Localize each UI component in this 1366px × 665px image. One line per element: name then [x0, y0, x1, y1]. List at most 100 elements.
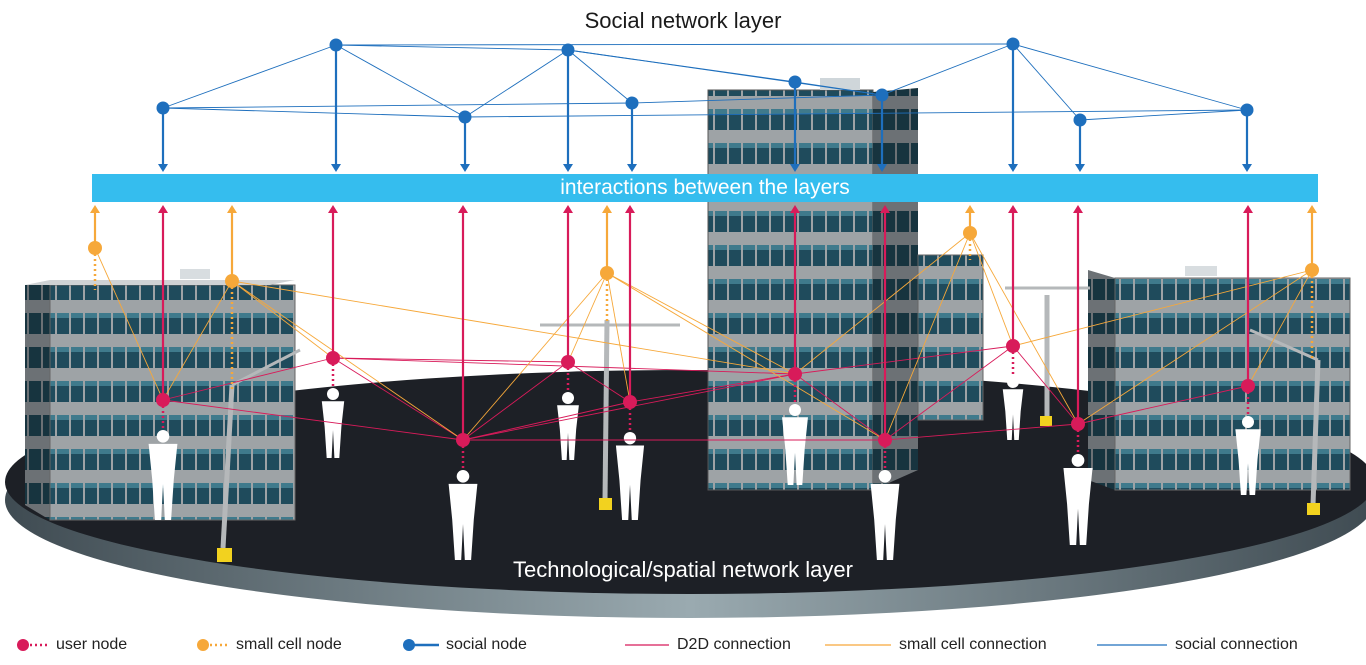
social-node — [458, 110, 472, 124]
social-node-swatch-icon — [403, 639, 439, 651]
user-node-swatch-icon — [17, 639, 49, 651]
user-node — [623, 395, 637, 409]
social-to-band-arrow — [1242, 110, 1252, 172]
social-connection-edge — [1079, 109, 1248, 121]
small-cell-connection-edge — [1012, 269, 1313, 347]
social-node — [625, 96, 639, 110]
d2d-connection-edge — [162, 357, 334, 401]
person-icon — [1235, 416, 1261, 495]
user-to-band-arrow — [880, 205, 890, 440]
interaction-band-label: interactions between the layers — [560, 176, 850, 199]
social-node — [1073, 113, 1087, 127]
social-node — [561, 43, 575, 57]
legend-small-cell-connection-label: small cell connection — [899, 636, 1047, 653]
d2d-connection-edge — [332, 357, 464, 441]
small-cell-node-swatch-icon — [197, 639, 229, 651]
small-cell-connection-edge — [162, 280, 233, 401]
user-to-band-arrow — [1243, 205, 1253, 386]
legend-user-node: user node — [16, 636, 127, 654]
social-node — [1006, 37, 1020, 51]
d2d-connection-edge — [884, 345, 1014, 441]
street-lamp — [217, 348, 301, 562]
social-connection-edge — [335, 44, 466, 118]
user-to-band-arrow — [328, 205, 338, 358]
person-icon — [782, 404, 808, 485]
d2d-connection-edge — [162, 399, 464, 441]
interaction-band — [92, 174, 1318, 202]
small-cell-to-band-arrow — [1307, 205, 1317, 270]
d2d-connection-edge — [794, 373, 886, 441]
person-icon — [557, 392, 579, 460]
legend-small-cell-node: small cell node — [196, 636, 342, 654]
small-cell-connection-edge — [794, 232, 971, 375]
edges-layer — [90, 43, 1317, 468]
small-cell-connection-edge — [1247, 269, 1313, 387]
small-cell-node — [88, 241, 102, 255]
social-node — [875, 88, 889, 102]
person-icon — [1063, 454, 1093, 545]
legend-social-node: social node — [402, 636, 527, 654]
social-connection-edge — [1012, 43, 1248, 111]
user-node — [1071, 417, 1085, 431]
user-node — [878, 433, 892, 447]
user-to-band-arrow — [625, 205, 635, 402]
small-cell-connection-edge — [231, 280, 796, 375]
small-cell-connection-edge — [969, 232, 1014, 347]
d2d-connection-edge — [794, 345, 1014, 375]
user-to-band-arrow — [1073, 205, 1083, 424]
user-node — [561, 355, 575, 369]
social-connection-edge — [335, 43, 1014, 46]
street-lamp — [1249, 328, 1321, 515]
d2d-connection-edge — [332, 357, 569, 363]
user-node — [1006, 339, 1020, 353]
small-cell-connection-swatch-icon — [825, 644, 891, 646]
spatial-layer-title: Technological/spatial network layer — [513, 557, 853, 582]
d2d-connection-edge — [884, 423, 1079, 441]
legend-social-connection: social connection — [1097, 636, 1298, 654]
user-node — [456, 433, 470, 447]
small-cell-connection-edge — [1077, 269, 1313, 425]
legend-small-cell-node-label: small cell node — [236, 636, 342, 653]
social-node — [156, 101, 170, 115]
small-cell-connection-edge — [606, 272, 886, 441]
legend-user-node-label: user node — [56, 636, 128, 653]
social-node — [329, 38, 343, 52]
person-icon — [1002, 376, 1024, 440]
legend: user node small cell node social node D2… — [0, 636, 1366, 660]
user-to-band-arrow — [563, 205, 573, 362]
social-connection-edge — [162, 44, 337, 109]
social-connection-edge — [794, 81, 883, 96]
social-connection-edge — [464, 49, 569, 118]
social-to-band-arrow — [877, 95, 887, 172]
small-cell-connection-edge — [969, 232, 1079, 425]
d2d-connection-edge — [462, 361, 569, 441]
social-to-band-arrow — [158, 108, 168, 172]
small-cell-connection-edge — [231, 280, 464, 441]
small-cell-to-band-arrow — [602, 205, 612, 273]
social-node — [788, 75, 802, 89]
social-layer-title: Social network layer — [584, 8, 782, 33]
building-center — [707, 78, 918, 491]
small-cell-connection-edge — [567, 272, 608, 363]
small-cell-connection-edge — [884, 232, 971, 441]
spatial-platform — [5, 370, 1366, 618]
small-cell-to-band-arrow — [227, 205, 237, 281]
street-lamp — [1005, 286, 1090, 426]
user-node — [1241, 379, 1255, 393]
social-node — [1240, 103, 1254, 117]
social-connection-edge — [464, 109, 1248, 118]
user-to-band-arrow — [458, 205, 468, 440]
people-layer — [148, 376, 1261, 560]
small-cell-connection-edge — [606, 272, 796, 375]
nodes-layer — [88, 37, 1319, 447]
person-icon — [615, 432, 645, 520]
legend-d2d-connection: D2D connection — [625, 636, 791, 654]
social-connection-edge — [162, 102, 633, 109]
building-center-back — [917, 254, 984, 421]
d2d-connection-edge — [1012, 345, 1079, 425]
legend-small-cell-connection: small cell connection — [825, 636, 1047, 654]
social-connection-edge — [335, 44, 569, 51]
small-cell-connection-edge — [462, 272, 608, 441]
